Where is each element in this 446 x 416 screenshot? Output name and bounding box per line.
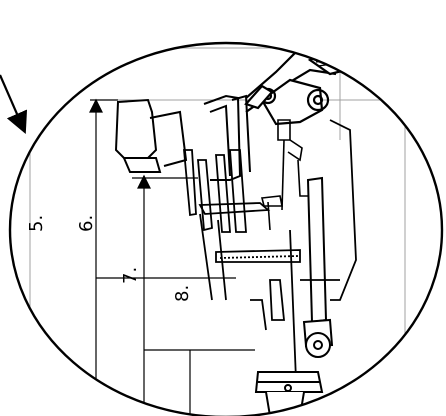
dimension-label-6: 6. — [76, 215, 97, 232]
control-levers — [261, 119, 310, 231]
dimension-lines — [89, 98, 255, 416]
magnifier-lens-outline — [8, 41, 444, 416]
platform-frame — [183, 149, 301, 301]
dimension-label-7: 7. — [120, 267, 141, 284]
dimension-label-8: 8. — [172, 285, 193, 302]
tower-structure — [250, 119, 357, 381]
hydraulic-cylinder — [302, 176, 334, 358]
callout-arrow — [0, 74, 28, 135]
dimension-labels: 5. 6. 7. 8. — [26, 215, 193, 302]
dimension-label-5: 5. — [26, 215, 47, 232]
operator-seat — [114, 94, 251, 181]
